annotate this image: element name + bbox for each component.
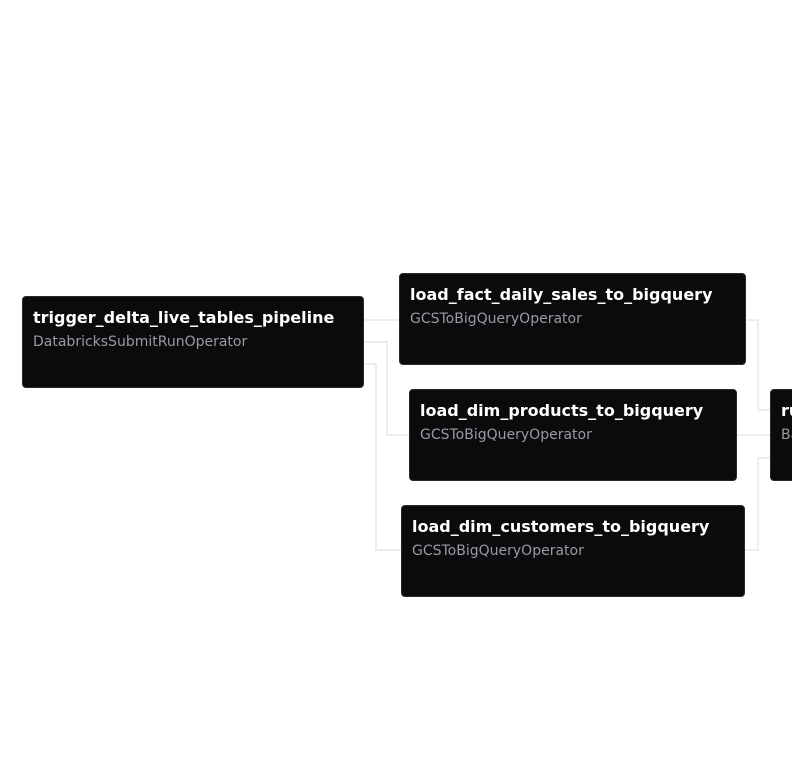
task-node-title: load_dim_customers_to_bigquery	[412, 517, 710, 536]
task-node-load-dim-products[interactable]: load_dim_products_to_bigquery GCSToBigQu…	[409, 389, 737, 481]
edge-trigger-to-dim-customers	[364, 363, 401, 551]
task-node-title: load_dim_products_to_bigquery	[420, 401, 704, 420]
task-node-trigger-delta-live-tables-pipeline[interactable]: trigger_delta_live_tables_pipeline Datab…	[22, 296, 364, 388]
task-node-title: ru	[781, 401, 792, 420]
task-node-title: load_fact_daily_sales_to_bigquery	[410, 285, 713, 304]
task-node-operator: Ba	[781, 427, 792, 443]
edge-fact-sales-to-next-task	[746, 319, 770, 411]
task-node-load-fact-daily-sales[interactable]: load_fact_daily_sales_to_bigquery GCSToB…	[399, 273, 746, 365]
task-node-operator: GCSToBigQueryOperator	[420, 427, 592, 443]
task-node-load-dim-customers[interactable]: load_dim_customers_to_bigquery GCSToBigQ…	[401, 505, 745, 597]
task-node-next-task-partial[interactable]: ru Ba	[770, 389, 792, 481]
task-node-operator: GCSToBigQueryOperator	[412, 543, 584, 559]
task-node-title: trigger_delta_live_tables_pipeline	[33, 308, 335, 327]
edge-trigger-to-dim-products	[364, 341, 409, 436]
edge-dim-customers-to-next-task	[745, 457, 770, 551]
task-node-operator: GCSToBigQueryOperator	[410, 311, 582, 327]
task-node-operator: DatabricksSubmitRunOperator	[33, 334, 248, 350]
